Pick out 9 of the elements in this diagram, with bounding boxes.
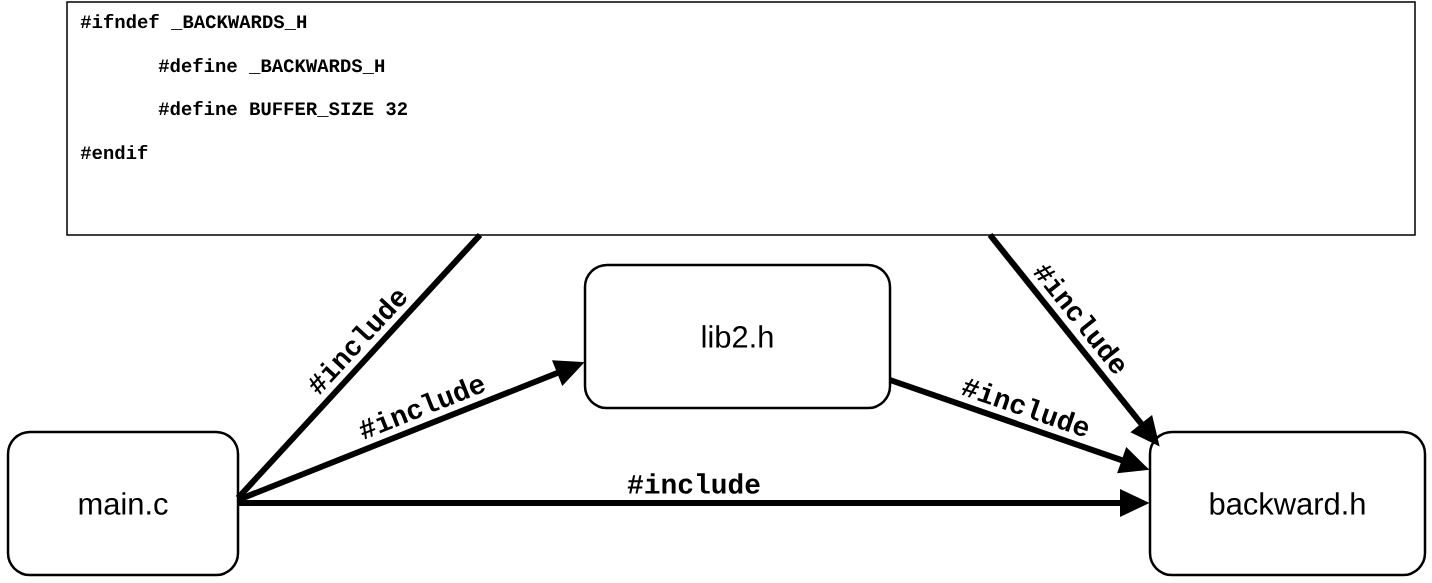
code-line: #endif	[80, 144, 148, 160]
code-line: #define BUFFER_SIZE 32	[158, 101, 407, 117]
file-box: backward.h	[1148, 430, 1427, 577]
file-box: lib2.h	[583, 263, 892, 410]
code-line: #ifndef _BACKWARDS_H	[80, 14, 307, 30]
code-line: #define _BACKWARDS_H	[158, 58, 385, 74]
code-box	[66, 1, 1416, 236]
file-box: main.c	[6, 430, 240, 577]
edge-label: #include	[627, 473, 760, 494]
